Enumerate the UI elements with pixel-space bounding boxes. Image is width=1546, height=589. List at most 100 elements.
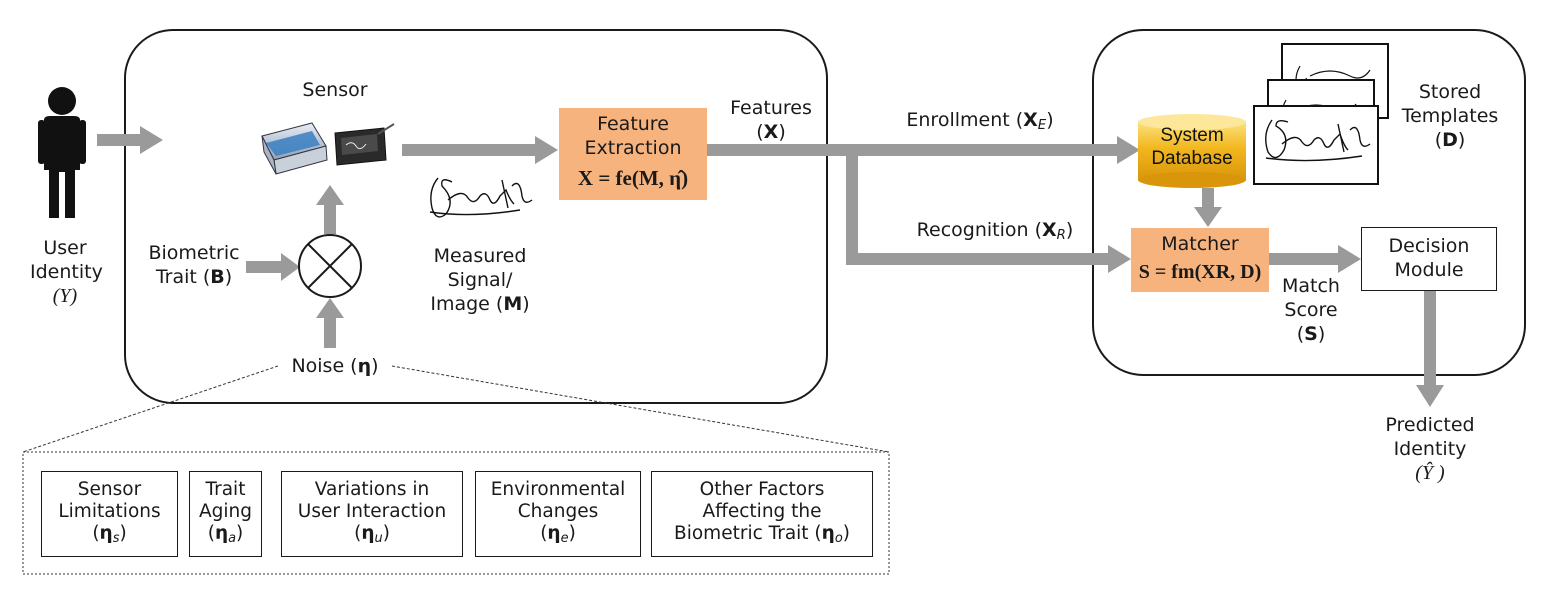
noise-factor-2-line1: User Interaction <box>297 500 447 522</box>
scanner-icon <box>261 122 328 175</box>
noise-factor-0-sub: s <box>112 530 120 546</box>
matcher-equation: S = fm(XR, D) <box>1138 261 1262 283</box>
acquisition-container <box>124 29 828 404</box>
features-open: ( <box>756 121 764 143</box>
match-score-symbol: S <box>1304 323 1318 345</box>
noise-factor-4-line0: Other Factors <box>699 478 825 500</box>
biometric-trait-label: Biometric Trait (B) <box>142 241 246 289</box>
noise-factor-2-line0: Variations in <box>314 478 430 500</box>
predicted-identity-label: Predicted Identity (Ŷ ) <box>1378 413 1482 485</box>
recognition-label: Recognition (XR) <box>910 218 1080 248</box>
biometric-trait-symbol: B <box>210 266 225 288</box>
match-score-line2: Score <box>1284 299 1338 321</box>
match-score-close: ) <box>1317 323 1326 345</box>
noise-factor-0-line1: Limitations <box>58 500 161 522</box>
biometric-trait-close: ) <box>224 266 233 288</box>
recognition-text: Recognition ( <box>916 219 1042 241</box>
recognition-sub: R <box>1056 228 1066 243</box>
features-close: ) <box>778 121 786 143</box>
recognition-close: ) <box>1065 219 1074 241</box>
noise-factor-1-sub: a <box>228 530 237 546</box>
zoom-line-right <box>391 365 890 453</box>
match-score-open: ( <box>1296 323 1305 345</box>
predicted-symbol: (Ŷ ) <box>1415 462 1445 484</box>
recognition-symbol: X <box>1042 219 1057 241</box>
noise-factor-1-line0: Trait <box>205 478 246 500</box>
user-identity-line2: Identity <box>30 261 103 283</box>
decision-line2: Module <box>1394 259 1464 281</box>
noise-factor-2-sub: u <box>374 530 383 546</box>
noise-factor-3-eta: η <box>547 522 561 544</box>
system-database-line1: System <box>1160 125 1224 146</box>
enrollment-text: Enrollment ( <box>906 109 1024 131</box>
noise-factor-3-sub: e <box>560 530 569 546</box>
measured-line3: Image ( <box>430 293 504 315</box>
decision-line1: Decision <box>1388 235 1470 257</box>
person-icon <box>38 87 86 218</box>
noise-factor-other-factors: Other Factors Affecting the Biometric Tr… <box>651 471 873 557</box>
signature-pad-icon <box>334 123 395 166</box>
noise-factors-container <box>22 451 890 575</box>
measured-line2: Signal/ <box>447 269 513 291</box>
measured-line1: Measured <box>433 245 527 267</box>
noise-factor-3-line1: Changes <box>517 500 599 522</box>
noise-factor-sensor-limitations: Sensor Limitations (ηs) <box>41 471 178 557</box>
matcher-box: Matcher S = fm(XR, D) <box>1131 228 1269 292</box>
stored-templates-line1: Stored <box>1418 81 1482 103</box>
feature-extraction-box: Feature Extraction X = fe(M, η̂) <box>559 108 707 200</box>
zoom-line-left <box>22 365 279 453</box>
match-score-line1: Match <box>1282 275 1340 297</box>
user-identity-symbol: (Y) <box>52 285 78 307</box>
noise-factor-1-line1: Aging <box>198 500 252 522</box>
predicted-line1: Predicted <box>1385 414 1475 436</box>
stored-templates-open: ( <box>1434 129 1443 151</box>
sensor-label: Sensor <box>302 79 368 101</box>
noise-factor-environmental-changes: Environmental Changes (ηe) <box>475 471 641 557</box>
features-symbol: X <box>763 121 779 143</box>
matching-container <box>1092 29 1526 376</box>
noise-factor-4-line2: Biometric Trait ( <box>674 522 822 544</box>
noise-close: ) <box>371 355 379 377</box>
enrollment-label: Enrollment (XE) <box>900 108 1060 138</box>
match-score-label: Match Score (S) <box>1276 274 1346 346</box>
user-identity-label: User Identity (Y) <box>30 236 103 308</box>
predicted-line2: Identity <box>1393 438 1467 460</box>
noise-label: Noise (η) <box>280 354 390 378</box>
noise-text: Noise ( <box>291 355 358 377</box>
feature-extraction-line2: Extraction <box>584 137 682 159</box>
matcher-label: Matcher <box>1161 233 1239 255</box>
features-line1: Features <box>730 97 812 119</box>
biometric-trait-line1: Biometric <box>148 242 240 264</box>
noise-factor-trait-aging: Trait Aging (ηa) <box>189 471 262 557</box>
noise-factor-4-eta: η <box>821 522 835 544</box>
database-cylinder-icon <box>1138 114 1246 188</box>
decision-module-box: Decision Module <box>1361 227 1497 291</box>
arrows <box>97 126 1444 407</box>
noise-factor-0-eta: η <box>99 522 113 544</box>
features-label: Features (X) <box>722 96 820 144</box>
signature-image <box>429 177 533 218</box>
noise-symbol: η <box>357 355 372 377</box>
noise-factor-4-sub: o <box>834 530 843 546</box>
user-identity-line1: User <box>43 237 87 259</box>
biometric-trait-line2: Trait ( <box>155 266 211 288</box>
feature-extraction-line1: Feature <box>597 113 669 135</box>
enrollment-symbol: X <box>1023 109 1038 131</box>
stored-templates-symbol: D <box>1442 129 1458 151</box>
measured-close: ) <box>522 293 530 315</box>
enrollment-sub: E <box>1037 118 1047 133</box>
measured-signal-label: Measured Signal/ Image (M) <box>418 244 542 316</box>
stored-templates-close: ) <box>1457 129 1466 151</box>
noise-factor-4-line1: Affecting the <box>702 500 822 522</box>
noise-factor-2-eta: η <box>361 522 375 544</box>
stored-templates-label: Stored Templates (D) <box>1396 80 1504 152</box>
summing-junction-icon <box>298 234 362 298</box>
measured-symbol: M <box>503 293 523 315</box>
feature-extraction-equation: X = fe(M, η̂) <box>577 166 689 190</box>
noise-factor-user-interaction: Variations in User Interaction (ηu) <box>281 471 463 557</box>
noise-factor-3-line0: Environmental <box>490 478 626 500</box>
noise-factor-1-eta: η <box>214 522 229 544</box>
stored-templates-line2: Templates <box>1401 105 1499 127</box>
signature-template-front <box>1253 105 1379 185</box>
